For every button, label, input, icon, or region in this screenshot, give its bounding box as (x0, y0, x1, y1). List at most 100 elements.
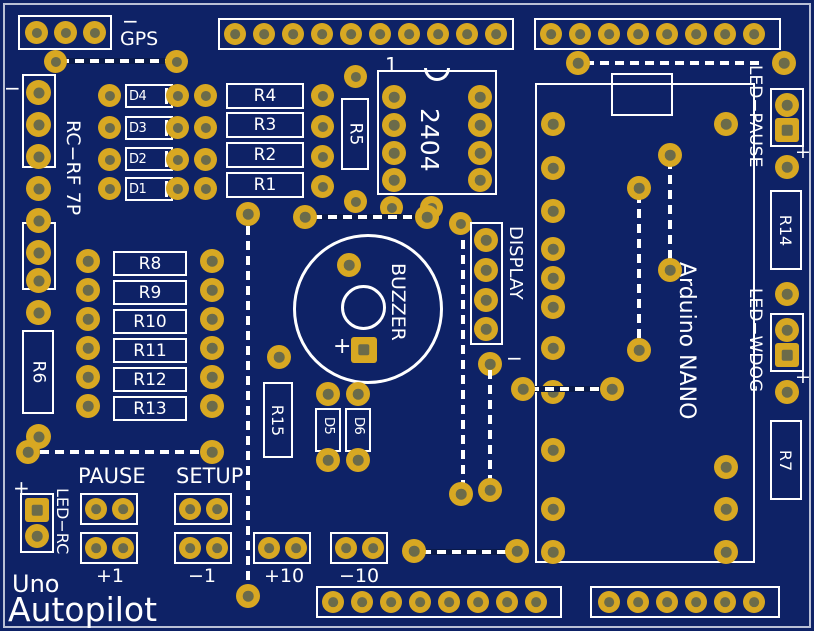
via-pad[interactable] (775, 282, 799, 306)
nano-pad[interactable] (541, 540, 565, 564)
header-pad[interactable] (714, 591, 736, 613)
via-pad[interactable] (344, 65, 367, 88)
diode-pad[interactable] (316, 448, 340, 472)
via-pad[interactable] (566, 51, 590, 75)
resistor-bank-pad[interactable] (200, 336, 224, 360)
diode-pad[interactable] (98, 116, 121, 139)
rcrf-pad[interactable] (26, 80, 51, 105)
via-pad[interactable] (775, 155, 799, 179)
resistor-bank-pad[interactable] (76, 307, 100, 331)
via-pad[interactable] (236, 202, 260, 226)
header-pad[interactable] (656, 23, 678, 45)
via-pad[interactable] (415, 205, 439, 229)
buzzer-pad-positive[interactable] (351, 337, 377, 363)
header-pad[interactable] (351, 591, 373, 613)
plus-ten-button-pad[interactable] (285, 537, 307, 559)
via-pad[interactable] (658, 258, 682, 282)
resistor-pad[interactable] (311, 115, 334, 138)
plus-one-button-pad[interactable] (85, 537, 107, 559)
nano-pad[interactable] (541, 237, 565, 261)
via-pad[interactable] (402, 539, 426, 563)
via-pad[interactable] (380, 196, 403, 219)
header-pad[interactable] (569, 23, 591, 45)
via-pad[interactable] (478, 352, 502, 376)
header-pad[interactable] (282, 23, 304, 45)
ic-pad[interactable] (468, 141, 492, 165)
diode-pad[interactable] (98, 84, 121, 107)
header-pad[interactable] (496, 591, 518, 613)
led-pause-pad[interactable] (775, 93, 799, 117)
diode-pad[interactable] (194, 84, 217, 107)
resistor-bank-pad[interactable] (76, 394, 100, 418)
plus-ten-button-pad[interactable] (258, 537, 280, 559)
header-pad[interactable] (627, 23, 649, 45)
diode-pad[interactable] (194, 148, 217, 171)
minus-ten-button-pad[interactable] (362, 537, 384, 559)
diode-pad[interactable] (316, 382, 340, 406)
led-pause-pad-positive[interactable] (775, 118, 799, 142)
via-pad[interactable] (293, 205, 317, 229)
via-pad[interactable] (44, 50, 67, 73)
resistor-bank-pad[interactable] (200, 249, 224, 273)
header-pad[interactable] (467, 591, 489, 613)
pause-button-pad[interactable] (85, 498, 107, 520)
via-pad[interactable] (478, 478, 502, 502)
via-pad[interactable] (16, 440, 40, 464)
header-pad[interactable] (743, 23, 765, 45)
nano-pad[interactable] (541, 438, 565, 462)
rcrf-pad[interactable] (26, 144, 51, 169)
setup-button-pad[interactable] (179, 498, 201, 520)
header-pad[interactable] (598, 591, 620, 613)
via-pad[interactable] (511, 377, 535, 401)
header-pad[interactable] (398, 23, 420, 45)
header-pad[interactable] (525, 591, 547, 613)
via-pad[interactable] (658, 143, 682, 167)
diode-pad[interactable] (166, 177, 189, 200)
via-pad[interactable] (200, 440, 224, 464)
via-pad[interactable] (449, 482, 473, 506)
pause-button-pad[interactable] (112, 498, 134, 520)
buzzer-pad[interactable] (337, 253, 361, 277)
resistor-bank-pad[interactable] (200, 278, 224, 302)
header-pad[interactable] (438, 591, 460, 613)
diode-pad[interactable] (194, 177, 217, 200)
diode-pad[interactable] (194, 116, 217, 139)
nano-pad[interactable] (541, 336, 565, 360)
ic-pad[interactable] (382, 85, 406, 109)
minus-one-button-pad[interactable] (179, 537, 201, 559)
display-pad[interactable] (474, 317, 498, 341)
via-pad[interactable] (344, 190, 367, 213)
led-wdog-pad-positive[interactable] (775, 343, 799, 367)
display-pad[interactable] (474, 258, 498, 282)
ic-pad[interactable] (468, 113, 492, 137)
diode-pad[interactable] (346, 448, 370, 472)
header-pad[interactable] (685, 23, 707, 45)
resistor-bank-pad[interactable] (76, 336, 100, 360)
via-pad[interactable] (772, 51, 796, 75)
header-pad[interactable] (627, 591, 649, 613)
header-pad[interactable] (656, 591, 678, 613)
rcrf-pad[interactable] (26, 112, 51, 137)
header-pad[interactable] (380, 591, 402, 613)
display-pad[interactable] (474, 288, 498, 312)
via-pad[interactable] (165, 50, 188, 73)
rcrf-pad[interactable] (26, 208, 51, 233)
header-pad[interactable] (322, 591, 344, 613)
nano-pad[interactable] (541, 266, 565, 290)
diode-pad[interactable] (166, 116, 189, 139)
nano-pad[interactable] (541, 156, 565, 180)
via-pad[interactable] (600, 377, 624, 401)
resistor-bank-pad[interactable] (76, 365, 100, 389)
header-pad[interactable] (485, 23, 507, 45)
ic-pad[interactable] (468, 168, 492, 192)
resistor-pad[interactable] (311, 84, 334, 107)
resistor-bank-pad[interactable] (200, 394, 224, 418)
header-pad[interactable] (427, 23, 449, 45)
diode-pad[interactable] (98, 177, 121, 200)
diode-pad[interactable] (166, 148, 189, 171)
setup-button-pad[interactable] (206, 498, 228, 520)
gps-pad[interactable] (83, 21, 106, 44)
via-pad[interactable] (775, 380, 799, 404)
diode-pad[interactable] (166, 84, 189, 107)
rcrf-pad[interactable] (26, 240, 51, 265)
